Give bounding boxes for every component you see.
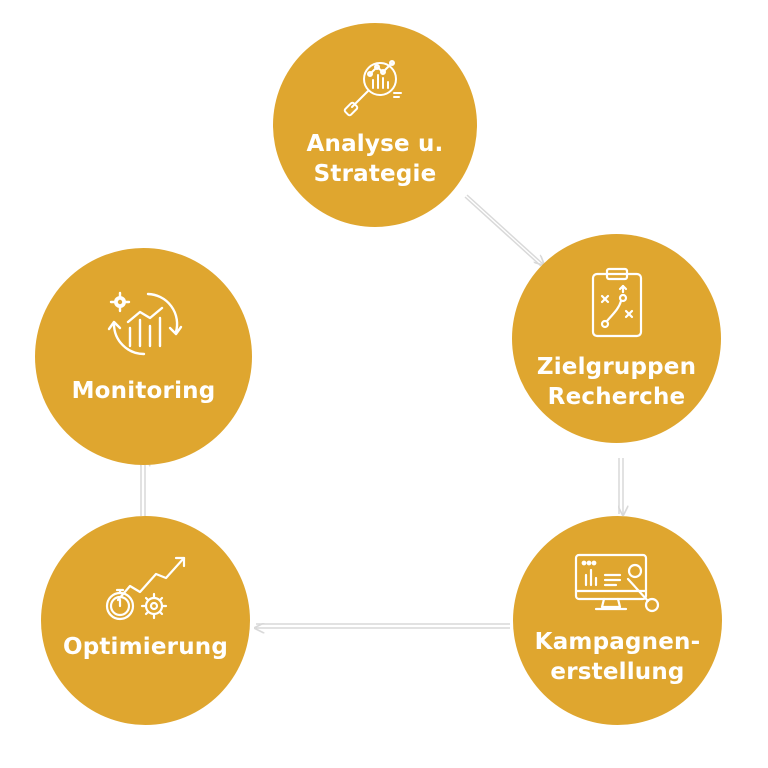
step-monitoring: Monitoring — [35, 248, 252, 465]
step-optimierung: Optimierung — [41, 516, 250, 725]
step-title-line2: Recherche — [547, 383, 686, 410]
step-title-line1: Zielgruppen — [536, 353, 697, 380]
arrow-analyse-to-zielgruppen — [464, 196, 542, 267]
step-title-line1: Optimierung — [62, 633, 229, 660]
step-zielgruppen-recherche: Zielgruppen Recherche — [512, 234, 721, 443]
step-title-line2: erstellung — [550, 658, 685, 685]
stopwatch-gear-growth-icon — [105, 556, 185, 620]
step-title-line1: Monitoring — [71, 377, 216, 404]
magnifier-analytics-icon — [343, 60, 402, 117]
step-title-line1: Analyse u. — [306, 131, 444, 157]
step-kampagnenerstellung: Kampagnen- erstellung — [513, 516, 722, 725]
cycle-chart-gear-icon — [107, 291, 182, 355]
clipboard-strategy-icon — [591, 267, 642, 337]
step-analyse-strategie: Analyse u. Strategie — [273, 23, 477, 227]
step-title-line1: Kampagnen- — [534, 628, 701, 655]
monitor-wrench-icon — [574, 553, 659, 612]
step-title-line2: Strategie — [313, 161, 437, 187]
